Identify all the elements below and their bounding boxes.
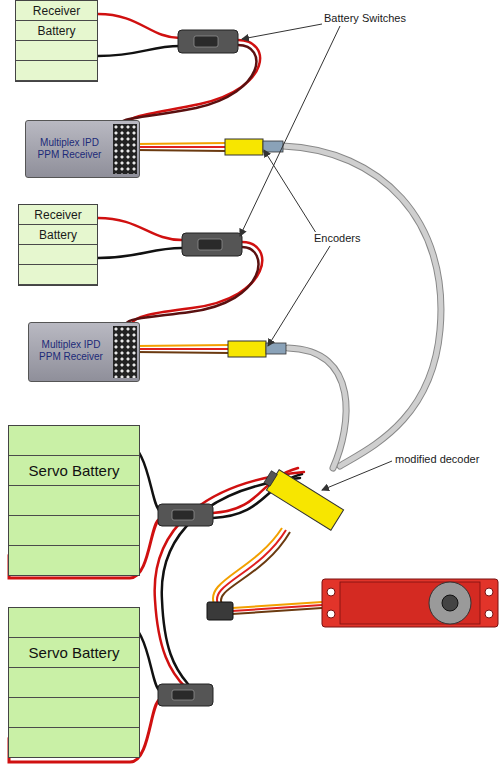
servo-battery: Servo Battery [8, 607, 140, 758]
switch-label: Battery Switches [322, 12, 408, 24]
node-text: Servo Battery [13, 638, 135, 668]
encoder-label: Encoders [312, 232, 362, 244]
ppm-receiver: Multiplex IPD PPM Receiver [28, 322, 140, 382]
servo-battery: Servo Battery [8, 425, 140, 576]
ppm-receiver: Multiplex IPD PPM Receiver [25, 120, 140, 178]
node-text: Receiver Battery [22, 205, 94, 245]
receiver-battery: Receiver Battery [15, 0, 98, 82]
pin-header [113, 124, 137, 174]
pin-header [113, 326, 137, 378]
receiver-battery: Receiver Battery [18, 204, 98, 286]
node-text: Receiver Battery [19, 1, 94, 41]
node-text: Multiplex IPD PPM Receiver [30, 137, 109, 161]
node-text: Multiplex IPD PPM Receiver [33, 339, 109, 363]
node-text: Servo Battery [13, 456, 135, 486]
decoder-label: modified decoder [393, 453, 481, 465]
